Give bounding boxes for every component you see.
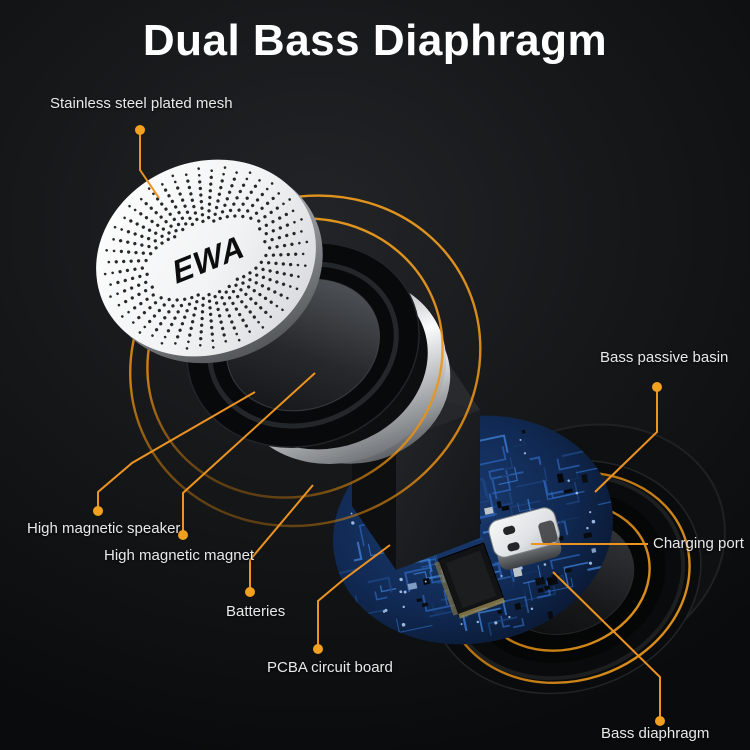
callout-dot-magnet bbox=[178, 530, 188, 540]
label-stainless-mesh: Stainless steel plated mesh bbox=[50, 95, 233, 112]
callout-dot-mesh bbox=[135, 125, 145, 135]
callouts bbox=[97, 130, 661, 721]
label-passive-basin: Bass passive basin bbox=[600, 349, 729, 366]
callout-dot-basin bbox=[652, 382, 662, 392]
callout-line-pcba bbox=[317, 544, 391, 649]
label-magnetic-magnet: High magnetic magnet bbox=[104, 547, 255, 564]
callout-dot-pcba bbox=[313, 644, 323, 654]
callout-line-speaker bbox=[97, 391, 256, 511]
callout-line-mesh bbox=[139, 130, 160, 199]
callout-dot-speaker bbox=[93, 506, 103, 516]
label-bass-diaphragm: Bass diaphragm bbox=[601, 725, 710, 742]
callout-dots bbox=[93, 125, 665, 726]
mesh-perforations bbox=[103, 166, 309, 350]
label-batteries: Batteries bbox=[226, 603, 286, 620]
label-magnetic-speaker: High magnetic speaker bbox=[27, 520, 181, 537]
callout-line-diaphragm bbox=[552, 571, 661, 721]
callout-line-batteries bbox=[249, 484, 314, 592]
label-charging-port: Charging port bbox=[653, 535, 744, 552]
callout-line-magnet bbox=[182, 372, 316, 535]
callout-dot-diaphragm bbox=[655, 716, 665, 726]
page-title: Dual Bass Diaphragm bbox=[142, 16, 608, 65]
pcb-main-chip bbox=[434, 542, 506, 619]
callout-line-basin bbox=[594, 390, 658, 493]
usb-connector bbox=[488, 507, 562, 570]
label-pcba: PCBA circuit board bbox=[267, 659, 393, 676]
callout-dot-batteries bbox=[245, 587, 255, 597]
mesh-disc: EWA bbox=[96, 159, 323, 364]
